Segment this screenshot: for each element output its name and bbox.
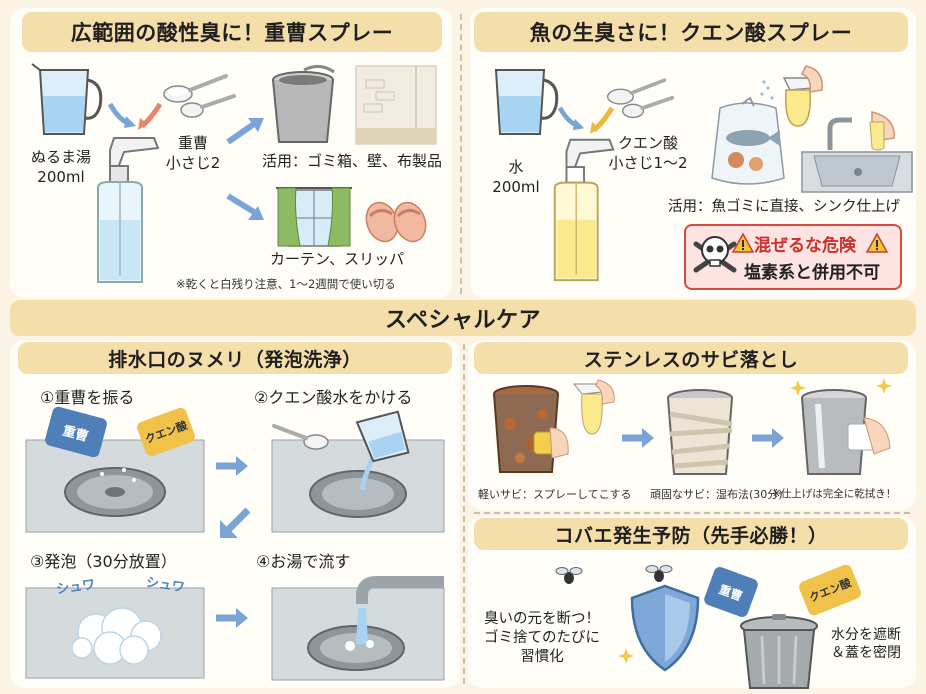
curtain-use-label: カーテン、スリッパ bbox=[270, 250, 405, 268]
drain-step-3-label: ③発泡（30分放置） bbox=[30, 552, 177, 571]
arrow-right-icon bbox=[216, 456, 248, 476]
baking-soda-use-label: 活用：ゴミ箱、壁、布製品 bbox=[262, 152, 443, 170]
shield-icon bbox=[630, 584, 700, 672]
baking-soda-jar-label: 重曹 bbox=[717, 581, 745, 604]
measuring-jug-icon bbox=[494, 69, 559, 135]
fly-prevention-habit-text: 臭いの元を断つ！ ゴミ捨てのたびに 習慣化 bbox=[484, 611, 600, 665]
drain-step-4-label: ④お湯で流す bbox=[256, 552, 351, 571]
faucet-drain-icon bbox=[271, 576, 445, 681]
measuring-jug-icon bbox=[355, 410, 410, 463]
citric-acid-jar-label: クエン酸 bbox=[807, 576, 854, 605]
wall-icon bbox=[355, 65, 437, 145]
spoon-icon bbox=[622, 95, 675, 119]
rusty-can-icon bbox=[493, 385, 569, 473]
fly-icon bbox=[555, 567, 583, 584]
water-amount-label: 水 200ml bbox=[492, 158, 540, 196]
trash-can-icon bbox=[740, 614, 818, 689]
drain-icon bbox=[271, 428, 445, 533]
drain-step-1-label: ①重曹を振る bbox=[40, 388, 135, 407]
spoon-icon bbox=[163, 74, 228, 103]
panel-divider bbox=[474, 512, 910, 514]
arrow-down-left-icon bbox=[220, 507, 251, 538]
sink-icon bbox=[801, 111, 913, 193]
baking-soda-amount-label: 重曹 小さじ2 bbox=[165, 134, 221, 172]
drain-cleaning-title: 排水口のヌメリ（発泡洗浄） bbox=[18, 342, 452, 374]
arrow-icon bbox=[226, 193, 264, 220]
panel-divider bbox=[463, 344, 465, 684]
special-care-title: スペシャルケア bbox=[10, 300, 916, 336]
baking-soda-spray-title: 広範囲の酸性臭に！重曹スプレー bbox=[22, 12, 442, 52]
fly-prevention-title: コバエ発生予防（先手必勝！） bbox=[474, 518, 908, 550]
citric-acid-jar-label: クエン酸 bbox=[143, 418, 190, 447]
curtain-window-icon bbox=[276, 187, 352, 247]
baking-soda-note: ※乾くと白残り注意、1〜2週間で使い切る bbox=[176, 277, 396, 291]
spray-bottle-icon bbox=[572, 379, 615, 435]
citric-acid-spray-title: 魚の生臭さに！クエン酸スプレー bbox=[474, 12, 908, 52]
danger-warning-title: 混ぜるな危険 bbox=[754, 236, 856, 256]
citric-acid-use-label: 活用：魚ゴミに直接、シンク仕上げ bbox=[668, 199, 900, 215]
drain-icon bbox=[25, 439, 205, 533]
warning-triangle-icon bbox=[731, 232, 755, 253]
arrow-right-icon bbox=[752, 428, 784, 448]
rust-caption-stubborn: 頑固なサビ：湿布法(30分) bbox=[650, 488, 783, 501]
arrow-icon bbox=[590, 106, 615, 134]
wrapped-can-icon bbox=[667, 389, 733, 475]
arrow-icon bbox=[226, 118, 264, 145]
arrow-icon bbox=[138, 102, 163, 130]
baking-soda-spray-panel bbox=[10, 8, 452, 298]
arrow-icon bbox=[557, 106, 585, 131]
arrow-right-icon bbox=[216, 608, 248, 628]
sparkle-icon bbox=[618, 648, 634, 664]
panel-divider bbox=[460, 14, 462, 294]
citric-acid-amount-label: クエン酸 小さじ1〜2 bbox=[608, 134, 688, 172]
danger-warning-detail: 塩素系と併用不可 bbox=[744, 263, 880, 283]
spoon-icon bbox=[180, 94, 236, 118]
spray-bottle-icon bbox=[97, 137, 160, 283]
spoon-icon bbox=[606, 78, 667, 105]
fly-prevention-seal-text: 水分を遮断 ＆蓋を密閉 bbox=[831, 627, 901, 662]
measuring-jug-icon bbox=[31, 63, 103, 135]
spray-bottle-icon bbox=[553, 138, 615, 282]
fly-icon bbox=[645, 565, 673, 582]
slippers-icon bbox=[365, 201, 427, 243]
rust-caption-light: 軽いサビ：スプレーしてこする bbox=[478, 488, 632, 501]
arrow-right-icon bbox=[622, 428, 654, 448]
skull-crossbones-icon bbox=[693, 236, 737, 273]
spoon-icon bbox=[272, 424, 329, 450]
fish-trash-bag-icon bbox=[711, 96, 785, 185]
arrow-icon bbox=[107, 102, 136, 128]
rust-caption-finish: ※仕上げは完全に乾拭き！ bbox=[772, 488, 897, 500]
foam-drain-icon bbox=[25, 587, 205, 679]
warning-triangle-icon bbox=[865, 232, 889, 253]
trash-can-icon bbox=[272, 65, 335, 143]
drain-step-2-label: ②クエン酸水をかける bbox=[254, 388, 413, 407]
rust-removal-title: ステンレスのサビ落とし bbox=[474, 342, 908, 374]
water-amount-label: ぬるま湯 200ml bbox=[30, 148, 91, 186]
shiny-can-icon bbox=[790, 378, 892, 475]
baking-soda-jar-label: 重曹 bbox=[60, 423, 90, 445]
spray-hand-icon bbox=[760, 65, 823, 127]
